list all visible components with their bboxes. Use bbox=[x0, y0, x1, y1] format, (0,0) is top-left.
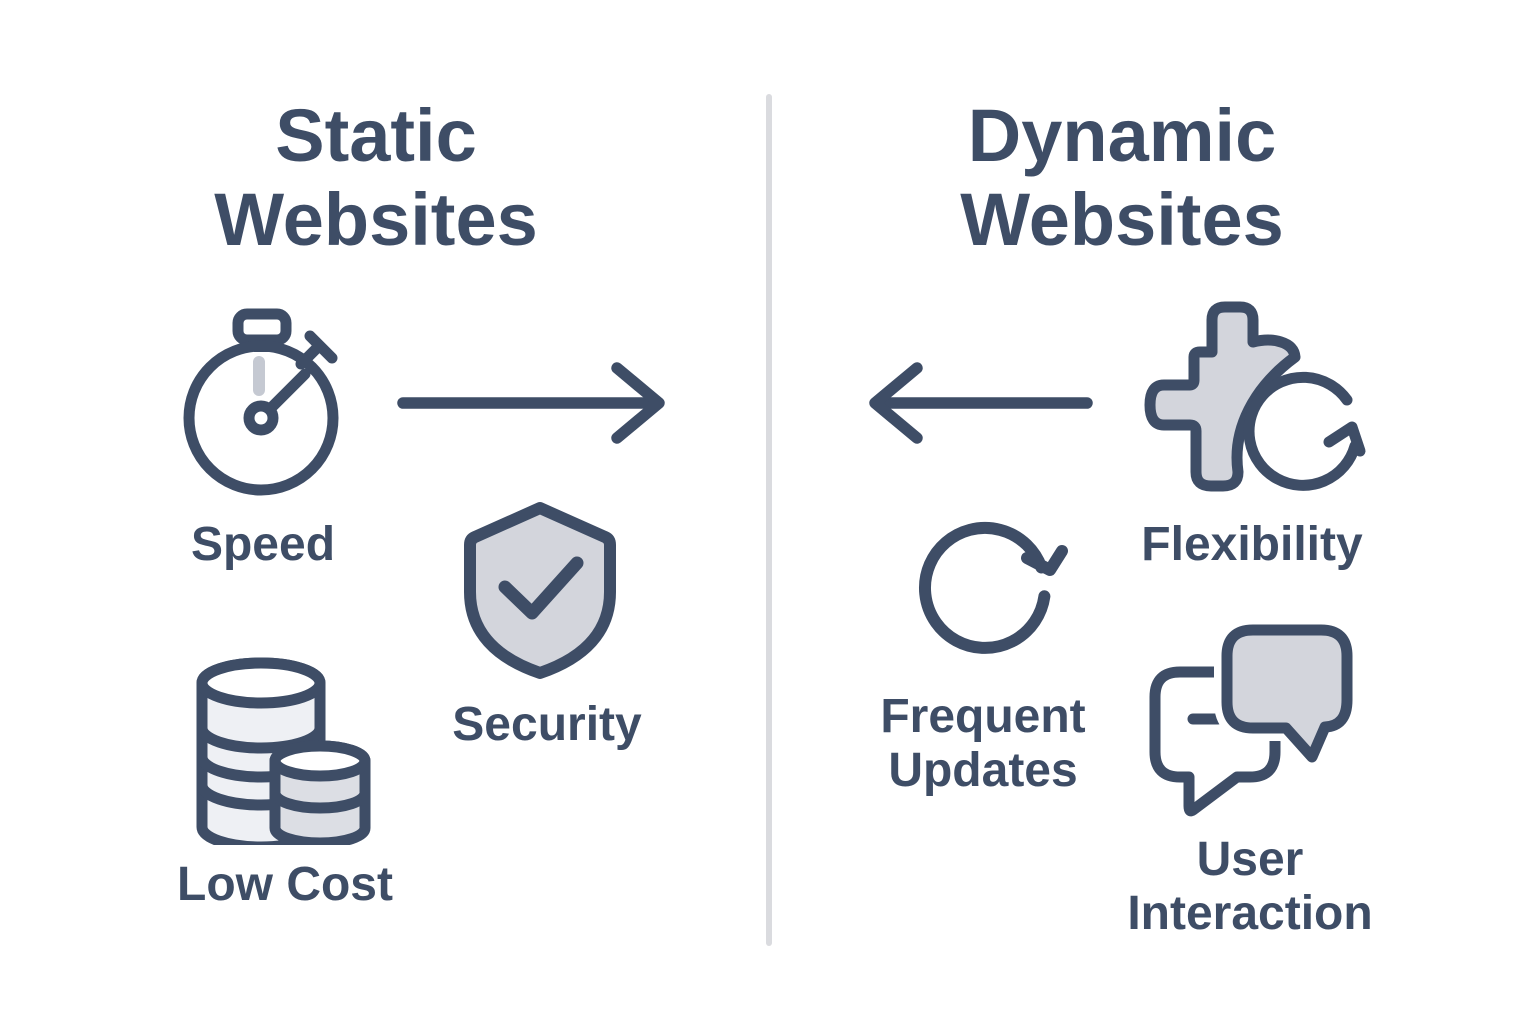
shield-body bbox=[464, 502, 616, 679]
label-speed: Speed bbox=[190, 518, 336, 571]
label-flexibility: Flexibility bbox=[1141, 518, 1363, 571]
label-user-interaction: User Interaction bbox=[1127, 833, 1373, 940]
refresh-arrowhead bbox=[1021, 545, 1068, 576]
coin-separator bbox=[196, 727, 326, 754]
puzzle-refresh-arc bbox=[1243, 371, 1361, 491]
puzzle-refresh-svg bbox=[1144, 301, 1366, 492]
chat-bubble-filled bbox=[1221, 624, 1353, 763]
coin-stack-icon bbox=[194, 655, 379, 845]
shield-checkmark bbox=[498, 556, 584, 620]
label-low-cost: Low Cost bbox=[177, 858, 393, 911]
stopwatch-pivot bbox=[243, 400, 279, 436]
arrow-left-head bbox=[869, 362, 923, 444]
coin-stack-small-top bbox=[269, 740, 371, 782]
stopwatch-icon-svg bbox=[183, 308, 339, 496]
arrow-right-svg bbox=[397, 362, 665, 444]
refresh-svg bbox=[918, 521, 1068, 654]
label-frequent-updates: Frequent Updates bbox=[880, 690, 1086, 797]
chat-bubbles-icon bbox=[1145, 618, 1360, 823]
refresh-arc bbox=[918, 521, 1051, 654]
arrow-left-icon bbox=[865, 360, 1095, 450]
arrow-right-icon bbox=[395, 360, 670, 450]
stopwatch-button bbox=[232, 308, 292, 346]
puzzle-refresh-icon bbox=[1128, 295, 1378, 505]
title-static-websites: Static Websites bbox=[214, 94, 538, 261]
title-dynamic-websites: Dynamic Websites bbox=[960, 94, 1284, 261]
arrow-right-head bbox=[611, 362, 665, 444]
divider bbox=[766, 94, 772, 946]
coin-stack-large-top bbox=[196, 657, 326, 709]
shield-check-svg bbox=[464, 502, 616, 679]
puzzle-piece bbox=[1144, 301, 1301, 492]
coin-stack-svg bbox=[196, 657, 371, 845]
coin-separator bbox=[269, 792, 371, 814]
stopwatch-dial bbox=[183, 340, 339, 496]
label-security: Security bbox=[452, 698, 642, 751]
puzzle-refresh-arrowhead bbox=[1323, 421, 1366, 457]
arrow-left-svg bbox=[869, 362, 1093, 444]
shield-check-icon bbox=[458, 500, 623, 685]
chat-bubbles-svg bbox=[1149, 618, 1360, 817]
refresh-icon bbox=[905, 508, 1070, 673]
stopwatch-icon bbox=[175, 300, 350, 500]
stopwatch-handle-cap bbox=[304, 330, 338, 364]
